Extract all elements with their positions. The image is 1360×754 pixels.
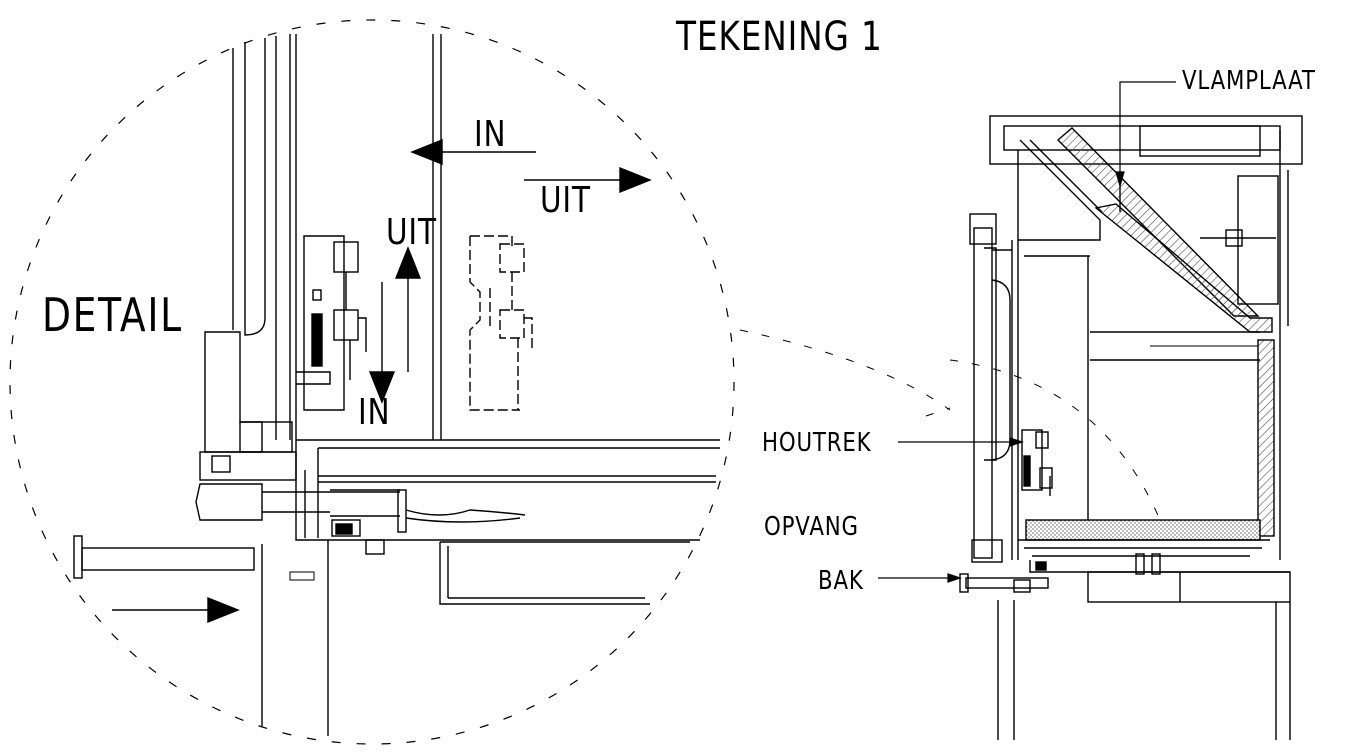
callout-bak: BAK [818,566,864,596]
leader-lines [878,81,1176,583]
handle-pin [81,547,255,571]
bolt [195,483,263,521]
door-frame [204,331,263,453]
detail-boundary [9,19,735,745]
callout-houtrek: HOUTREK [762,428,872,458]
arrow-uit-right [619,166,652,194]
arrow-label-uit-right: UIT [540,180,591,221]
arrow-in-mid [368,371,396,404]
detail-label: DETAIL [42,288,183,342]
arrow-in-top [410,138,443,166]
leader-arrow-vlamplaat [1115,171,1125,189]
callout-vlamplaat: VLAMPLAAT [1182,66,1316,96]
detail-arrows [112,138,652,624]
arrow-label-uit-mid: UIT [386,212,437,253]
leader-arrow-bak [947,573,962,583]
detail-view [9,19,735,745]
arrow-label-in-mid: IN [358,392,391,433]
callout-opvang: OPVANG [764,512,859,542]
section-view [739,115,1303,740]
leader-arrow-houtrek [1009,437,1024,447]
handle-pin-head [73,535,83,579]
arrow-uit-mid [394,246,422,279]
drawing-title: TEKENING 1 [676,14,883,60]
arrow-push [207,596,240,624]
arrow-label-in-top: IN [474,114,507,155]
